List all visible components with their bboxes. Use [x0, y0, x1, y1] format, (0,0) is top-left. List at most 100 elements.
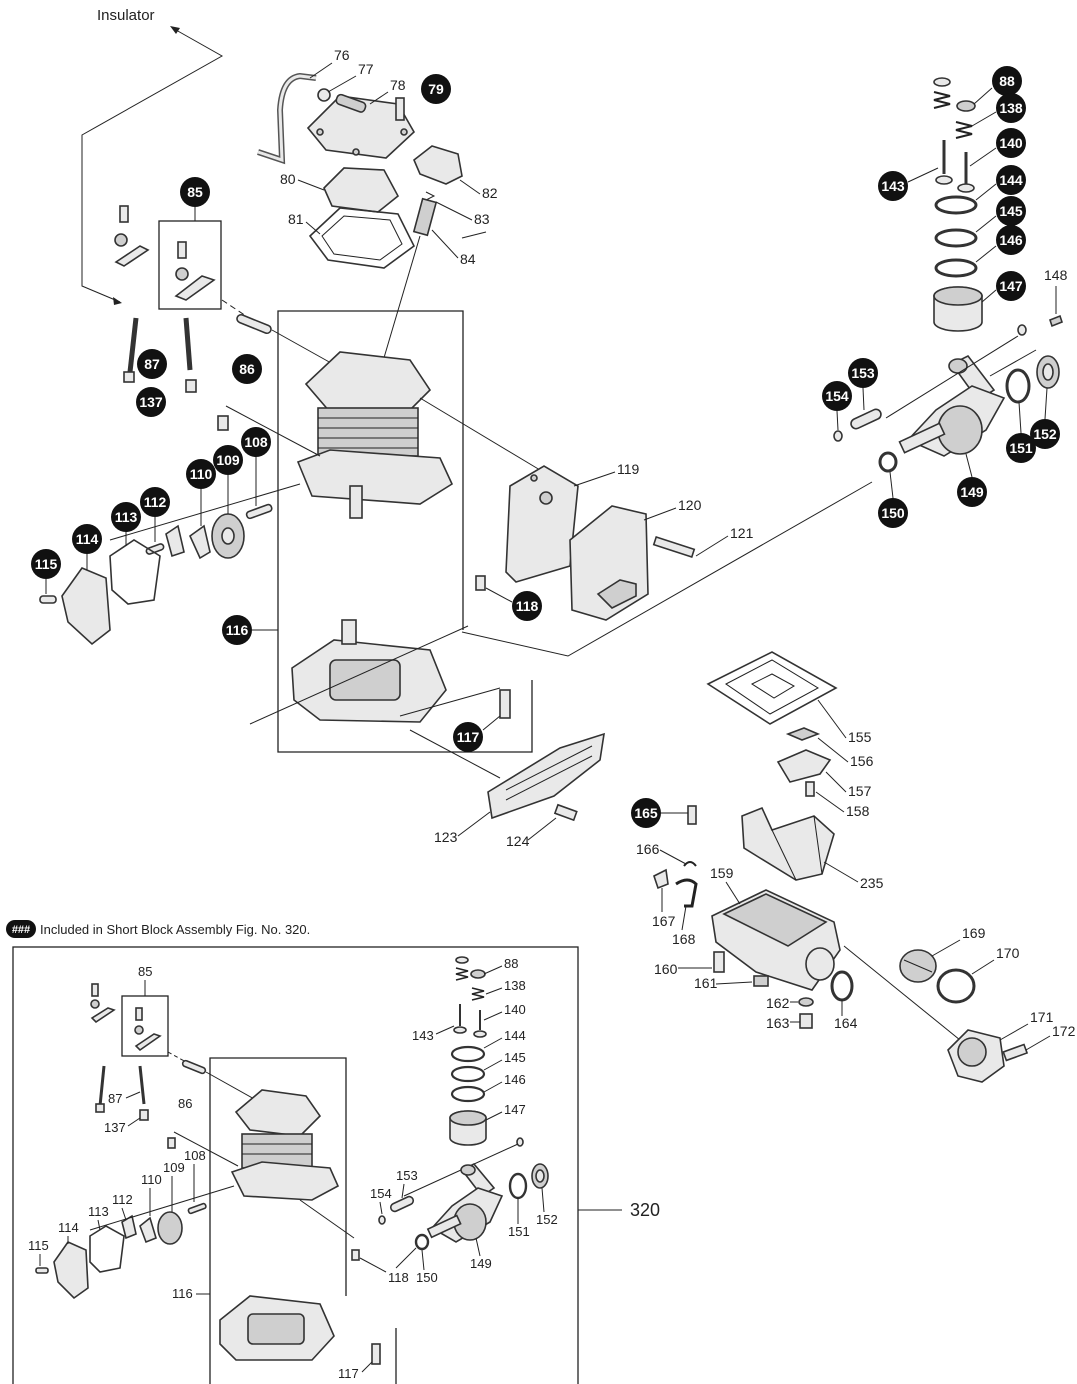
spring-retainer-88: [956, 100, 976, 112]
plug-arrow: [461, 231, 487, 239]
part-label-167: 167: [652, 913, 676, 929]
oil-tank-rim: [722, 893, 828, 947]
cover-gasket-inner: [321, 215, 403, 261]
part-label-171: 171: [1030, 1009, 1054, 1025]
crank-axis-line: [989, 349, 1037, 377]
crankcase-upper: [296, 449, 454, 505]
inset-leader-143: [435, 1025, 455, 1035]
inset-pivot-pin: [181, 1059, 207, 1075]
badge-113: [111, 502, 141, 532]
inset-label-118: 118: [388, 1270, 409, 1285]
part-label-165: 165: [634, 805, 658, 821]
leader-151: [1018, 401, 1022, 434]
baffle-fold-2: [813, 815, 823, 875]
leader-84: [431, 229, 459, 259]
badge-143: [878, 171, 908, 201]
inset-leader-152: [541, 1187, 545, 1213]
leader-171: [999, 1023, 1029, 1041]
inset-label-138: 138: [504, 978, 526, 993]
insulator-leader: [81, 29, 224, 303]
leader-77: [327, 75, 357, 93]
rocker-kit-frame: [158, 220, 222, 310]
part-label-81: 81: [288, 211, 304, 227]
inset-crankcase-frame: [209, 1057, 347, 1384]
badge-149: [957, 477, 987, 507]
muffler-gasket: [505, 465, 579, 583]
badge-117: [453, 722, 483, 752]
inset-label-109: 109: [163, 1160, 185, 1175]
leader-80: [297, 179, 325, 191]
leader-159: [725, 881, 741, 905]
cap-gasket-170: [936, 968, 976, 1004]
part-label-147: 147: [999, 278, 1023, 294]
note-badge-bg: [6, 920, 36, 938]
inset-label-146: 146: [504, 1072, 526, 1087]
part-label-155: 155: [848, 729, 872, 745]
leader-149: [965, 453, 973, 478]
part-label-157: 157: [848, 783, 872, 799]
inset-cam-pin-leader: [173, 1131, 239, 1167]
inset-label-144: 144: [504, 1028, 526, 1043]
push-rod-left: [127, 317, 139, 373]
rocker-leader: [221, 299, 247, 317]
leader-152: [1044, 387, 1048, 420]
part-label-169: 169: [962, 925, 986, 941]
part-label-80: 80: [280, 171, 296, 187]
leader-123: [457, 811, 491, 837]
inset-leader-118: [359, 1257, 387, 1273]
part-label-121: 121: [730, 525, 754, 541]
part-label-83: 83: [474, 211, 490, 227]
crankcase-mount: [349, 485, 363, 519]
part-label-158: 158: [846, 803, 870, 819]
crankcase-leader: [249, 625, 469, 725]
insulator-arrowhead-lower: [113, 297, 122, 305]
badge-85: [180, 177, 210, 207]
cover-bolt-hole-c: [352, 148, 360, 156]
inset-nut: [134, 1025, 144, 1035]
inset-ring-144: [450, 1045, 486, 1063]
badge-145: [996, 196, 1026, 226]
leader-119: [573, 471, 616, 487]
inset-valve-spring-138: [471, 987, 485, 1001]
inset-leader-149: [475, 1237, 481, 1257]
crankcase-leader-b: [399, 687, 501, 717]
inset-leader-88: [483, 965, 503, 975]
part-label-112: 112: [144, 494, 167, 510]
badge-109: [213, 445, 243, 475]
part-label-115: 115: [35, 556, 58, 572]
leader-83: [435, 201, 473, 221]
part-label-152: 152: [1033, 426, 1057, 442]
inset-label-147: 147: [504, 1102, 526, 1117]
inset-pin-clip-right: [516, 1137, 524, 1147]
washer-162: [798, 997, 814, 1007]
crankcase-frame: [277, 310, 533, 753]
tank-gasket-window: [750, 673, 796, 699]
part-label-108: 108: [244, 434, 268, 450]
inset-leader-138: [485, 987, 503, 995]
heat-shield-slot-2: [505, 755, 593, 801]
inset-label-145: 145: [504, 1050, 526, 1065]
badge-153: [848, 358, 878, 388]
badge-150: [878, 498, 908, 528]
reed-screw: [805, 781, 815, 797]
inset-label-113: 113: [88, 1204, 109, 1219]
breather-gasket: [109, 539, 161, 605]
part-label-148: 148: [1044, 267, 1068, 283]
piston-crown: [933, 286, 983, 306]
inset-bolt-117: [371, 1343, 381, 1365]
part-label-76: 76: [334, 47, 350, 63]
tank-gasket: [706, 651, 838, 725]
badge-146: [996, 225, 1026, 255]
conrod-small-end: [948, 358, 968, 374]
inset-leader-144: [483, 1037, 503, 1049]
cover-bolt-hole-b: [400, 128, 408, 136]
inset-label-86: 86: [178, 1096, 192, 1111]
part-label-144: 144: [999, 172, 1023, 188]
rocker-arm: [174, 275, 216, 301]
inset-label-154: 154: [370, 1186, 392, 1201]
leader-153: [862, 387, 865, 411]
breather-hose: [257, 72, 317, 165]
leader-82: [459, 179, 481, 195]
note-badge: ###: [12, 924, 30, 936]
push-rod-right: [183, 317, 193, 371]
